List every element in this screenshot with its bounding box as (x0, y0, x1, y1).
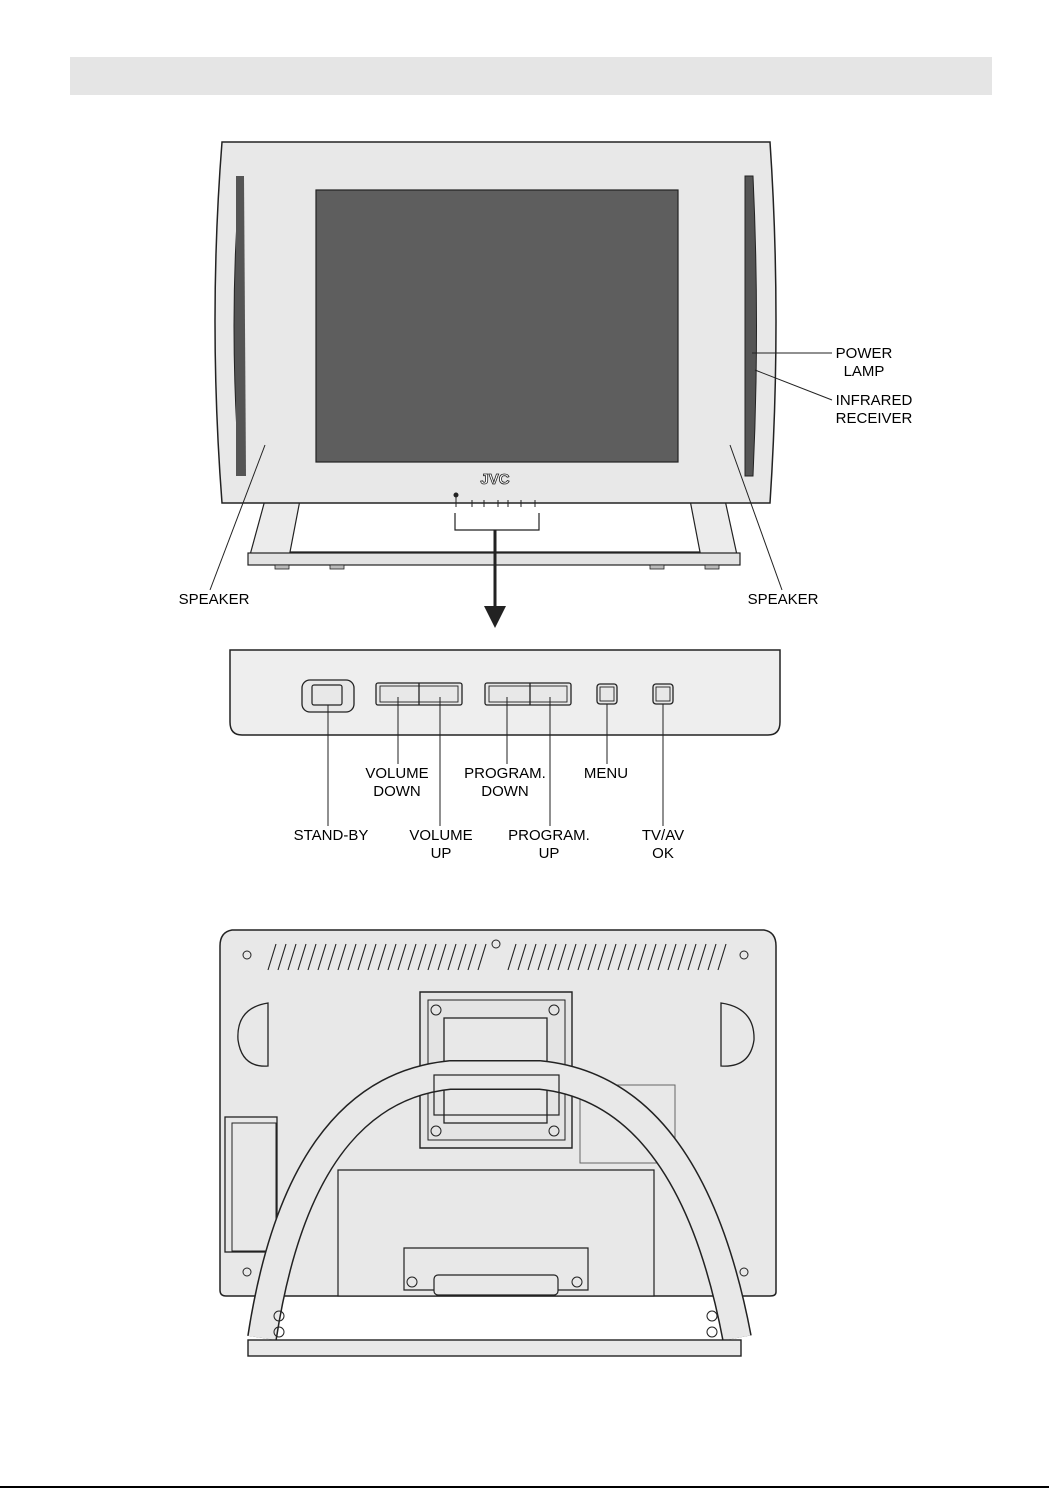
program-down-label: PROGRAM. DOWN (454, 765, 556, 801)
menu-label: MENU (575, 765, 637, 783)
brand-logo: JVC (480, 471, 509, 488)
bottom-rule (0, 1486, 1049, 1488)
bracket (455, 513, 539, 530)
tv-screen (316, 190, 678, 462)
speaker-right-label: SPEAKER (740, 591, 826, 609)
power-lamp-label: POWER LAMP (831, 345, 897, 381)
down-arrow (484, 606, 506, 628)
infrared-receiver-label: INFRARED RECEIVER (828, 392, 920, 428)
volume-down-label: VOLUME DOWN (354, 765, 440, 801)
speaker-left-label: SPEAKER (171, 591, 257, 609)
program-up-label: PROGRAM. UP (498, 827, 600, 863)
back-view (220, 930, 776, 1356)
volume-up-label: VOLUME UP (398, 827, 484, 863)
speaker-grille-right (745, 176, 757, 476)
stand-by-label: STAND-BY (285, 827, 377, 845)
tv-av-ok-label: TV/AV OK (632, 827, 694, 863)
